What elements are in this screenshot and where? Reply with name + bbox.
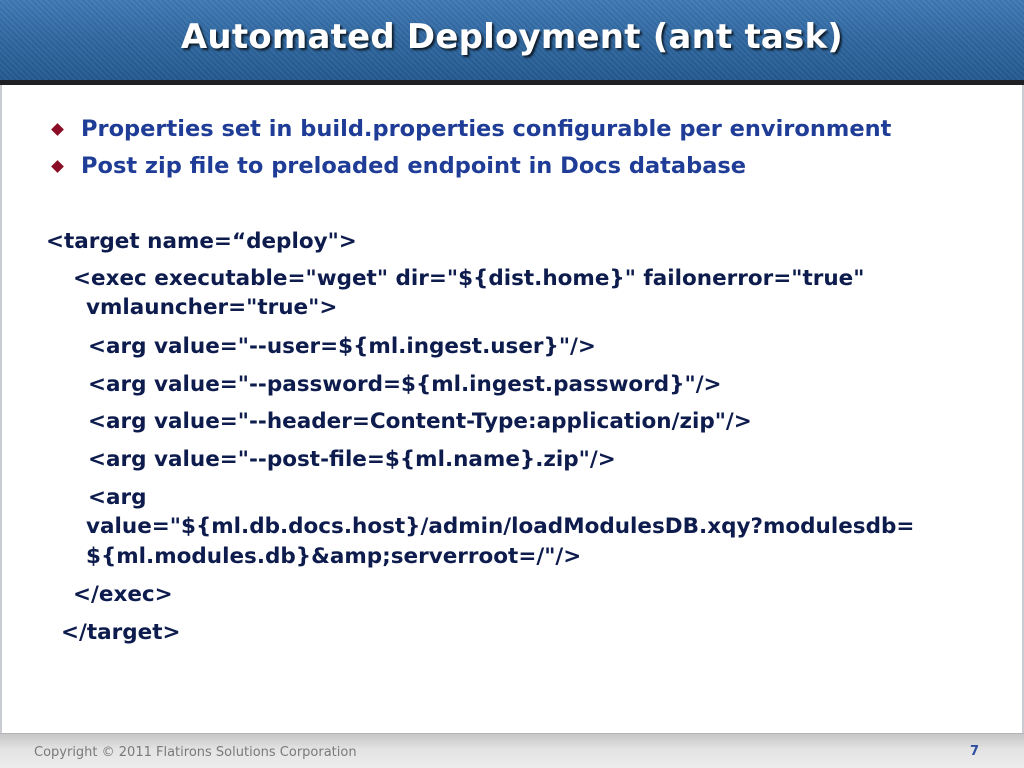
diamond-bullet-icon <box>51 159 64 173</box>
code-line: <arg value="--password=${ml.ingest.passw… <box>88 372 722 397</box>
code-line: value="${ml.db.docs.host}/admin/loadModu… <box>86 514 915 539</box>
code-line: <arg value="--header=Content-Type:applic… <box>88 409 752 434</box>
slide-footer: Copyright © 2011 Flatirons Solutions Cor… <box>0 733 1024 768</box>
bullet-item: Post zip file to preloaded endpoint in D… <box>50 151 746 181</box>
slide-content: Properties set in build.properties confi… <box>0 85 1024 733</box>
code-line: vmlauncher="true"> <box>86 295 338 320</box>
title-bar <box>0 0 1024 80</box>
bullet-item: Properties set in build.properties confi… <box>50 114 891 144</box>
code-line: ${ml.modules.db}&amp;serverroot=/"/> <box>86 544 582 569</box>
copyright-text: Copyright © 2011 Flatirons Solutions Cor… <box>34 745 357 760</box>
code-line: <arg <box>88 485 147 510</box>
slide-title: Automated Deployment (ant task) <box>180 17 844 57</box>
code-line: <arg value="--post-file=${ml.name}.zip"/… <box>88 447 616 472</box>
code-line: </target> <box>61 620 181 645</box>
diamond-bullet-icon <box>51 122 64 136</box>
code-line: <exec executable="wget" dir="${dist.home… <box>73 266 865 291</box>
bullet-text: Post zip file to preloaded endpoint in D… <box>81 153 747 179</box>
bullet-text: Properties set in build.properties confi… <box>81 116 892 142</box>
code-line: </exec> <box>73 582 173 607</box>
title-divider <box>0 80 1024 85</box>
code-line: <target name=“deploy"> <box>46 229 357 254</box>
code-line: <arg value="--user=${ml.ingest.user}"/> <box>88 334 596 359</box>
page-number: 7 <box>969 744 979 759</box>
